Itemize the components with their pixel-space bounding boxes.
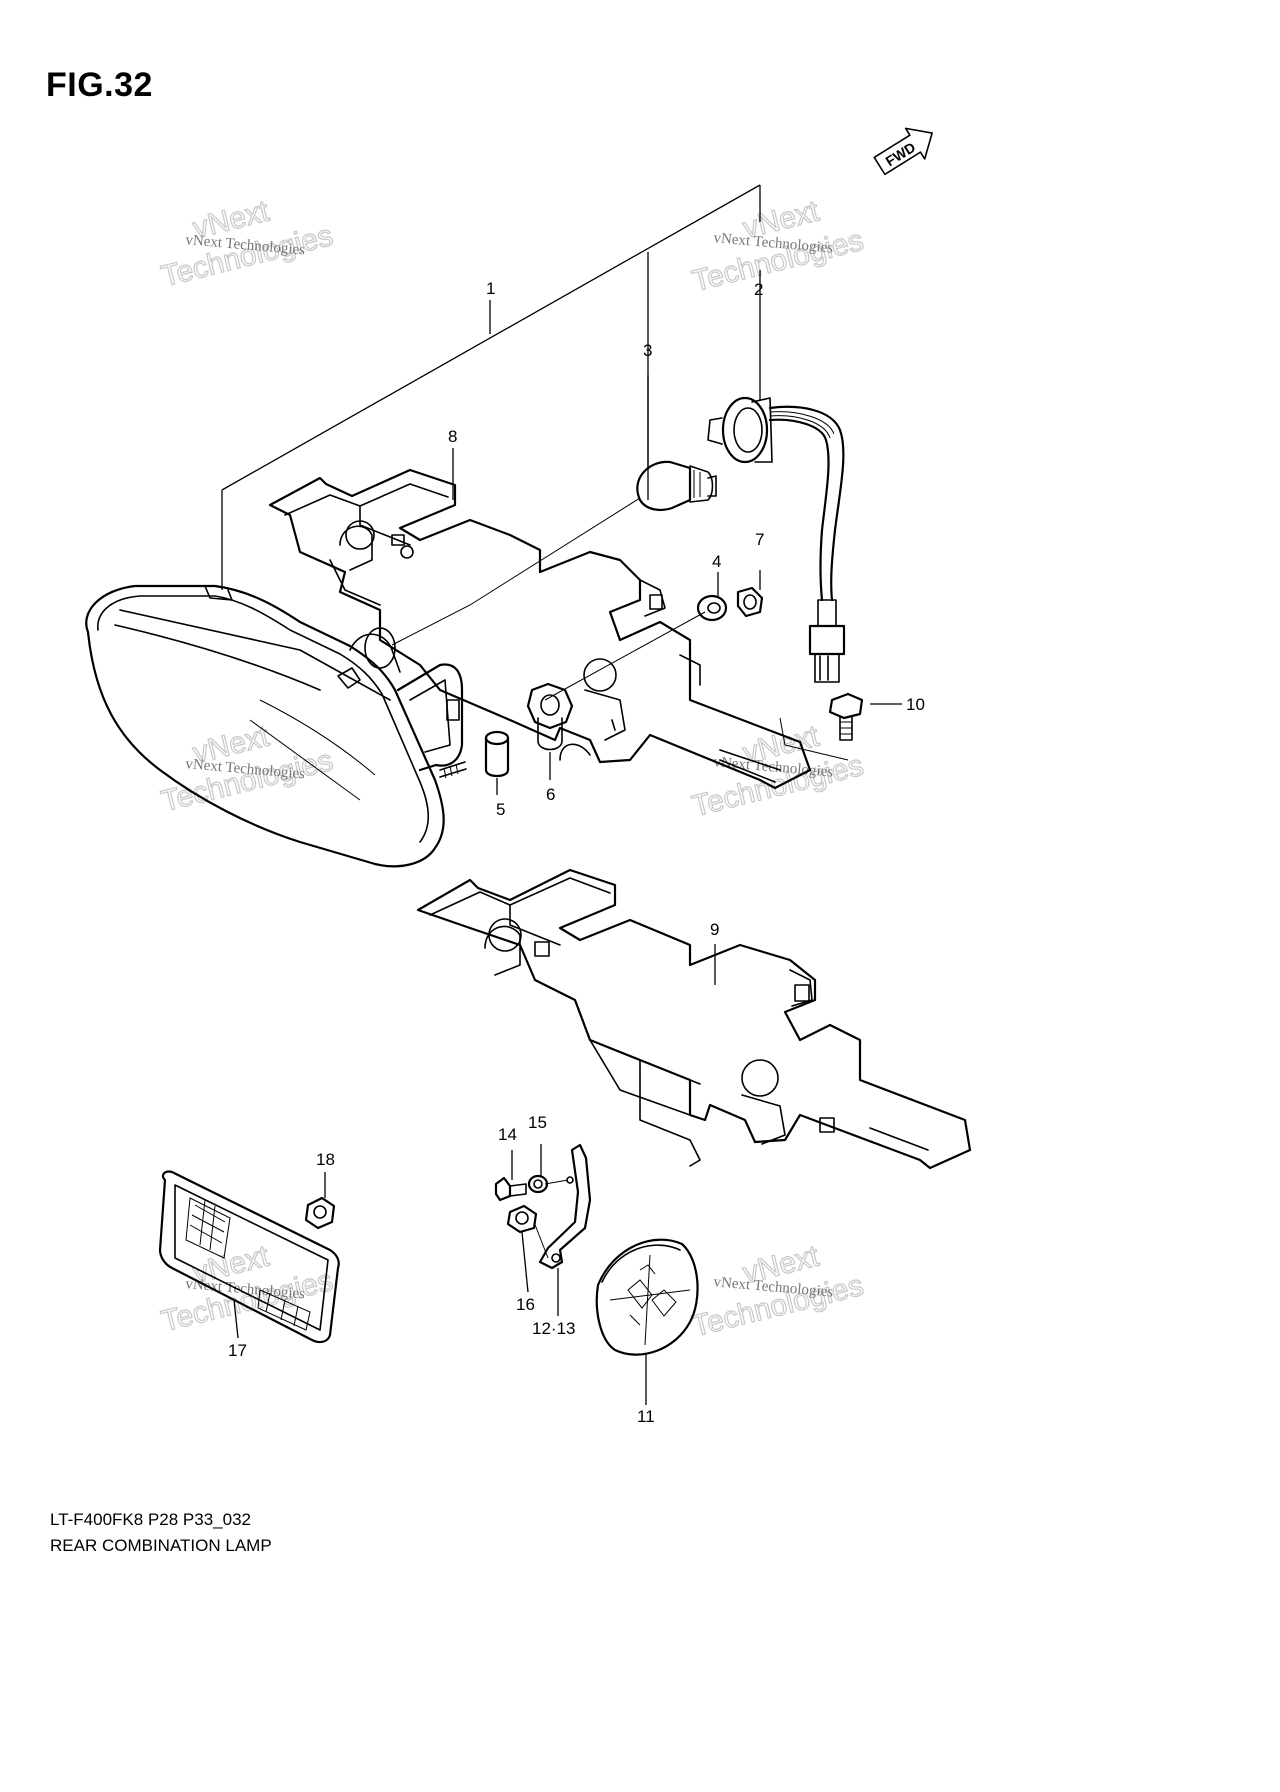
callout-18: 18 (316, 1150, 335, 1169)
fwd-arrow-icon: FWD (873, 127, 933, 176)
callout-8: 8 (448, 427, 457, 446)
washer (696, 594, 728, 622)
nut-15 (527, 1174, 549, 1194)
figure-code: LT-F400FK8 P28 P33_032 (50, 1510, 251, 1529)
callout-4: 4 (712, 552, 721, 571)
watermark-top-left: vNext Technologies vNext Technologies (158, 194, 337, 294)
callout-17: 17 (228, 1341, 247, 1360)
figure-title: REAR COMBINATION LAMP (50, 1536, 272, 1555)
assembly-lines (391, 497, 849, 761)
bolt-10 (828, 692, 864, 741)
lamp-bracket-lower (416, 868, 972, 1170)
grommet (526, 682, 574, 751)
callout-11: 11 (637, 1407, 655, 1426)
callout-16: 16 (516, 1295, 535, 1314)
callout-15: 15 (528, 1113, 547, 1132)
watermark-bottom-left: vNext Technologies vNext Technologies (158, 1239, 337, 1339)
socket-harness (707, 396, 846, 683)
callout-leaders (233, 270, 902, 1405)
tail-lamp-housing (85, 584, 467, 868)
callout-14: 14 (498, 1125, 517, 1144)
watermark-bottom-right: vNext Technologies vNext Technologies (688, 1239, 867, 1344)
callout-7: 7 (755, 530, 764, 549)
nut-18 (304, 1196, 336, 1230)
callout-1: 1 (486, 279, 495, 298)
nut-16 (506, 1204, 549, 1259)
watermark-mid-left: vNext Technologies vNext Technologies (158, 719, 337, 819)
lamp-bracket-upper (268, 468, 812, 790)
callout-3: 3 (643, 341, 652, 360)
callout-10: 10 (906, 695, 925, 714)
license-bracket (538, 1143, 592, 1270)
license-lamp (595, 1238, 699, 1356)
callout-6: 6 (546, 785, 555, 804)
callout-12-13: 12·13 (532, 1319, 575, 1338)
collar (484, 730, 510, 778)
bulb (636, 460, 717, 511)
figure-label: FIG.32 (46, 66, 153, 104)
callout-2: 2 (754, 280, 763, 299)
nut (736, 586, 764, 618)
callout-5: 5 (496, 800, 505, 819)
callout-9: 9 (710, 920, 719, 939)
screw-14 (494, 1176, 527, 1202)
reflector (158, 1170, 340, 1344)
